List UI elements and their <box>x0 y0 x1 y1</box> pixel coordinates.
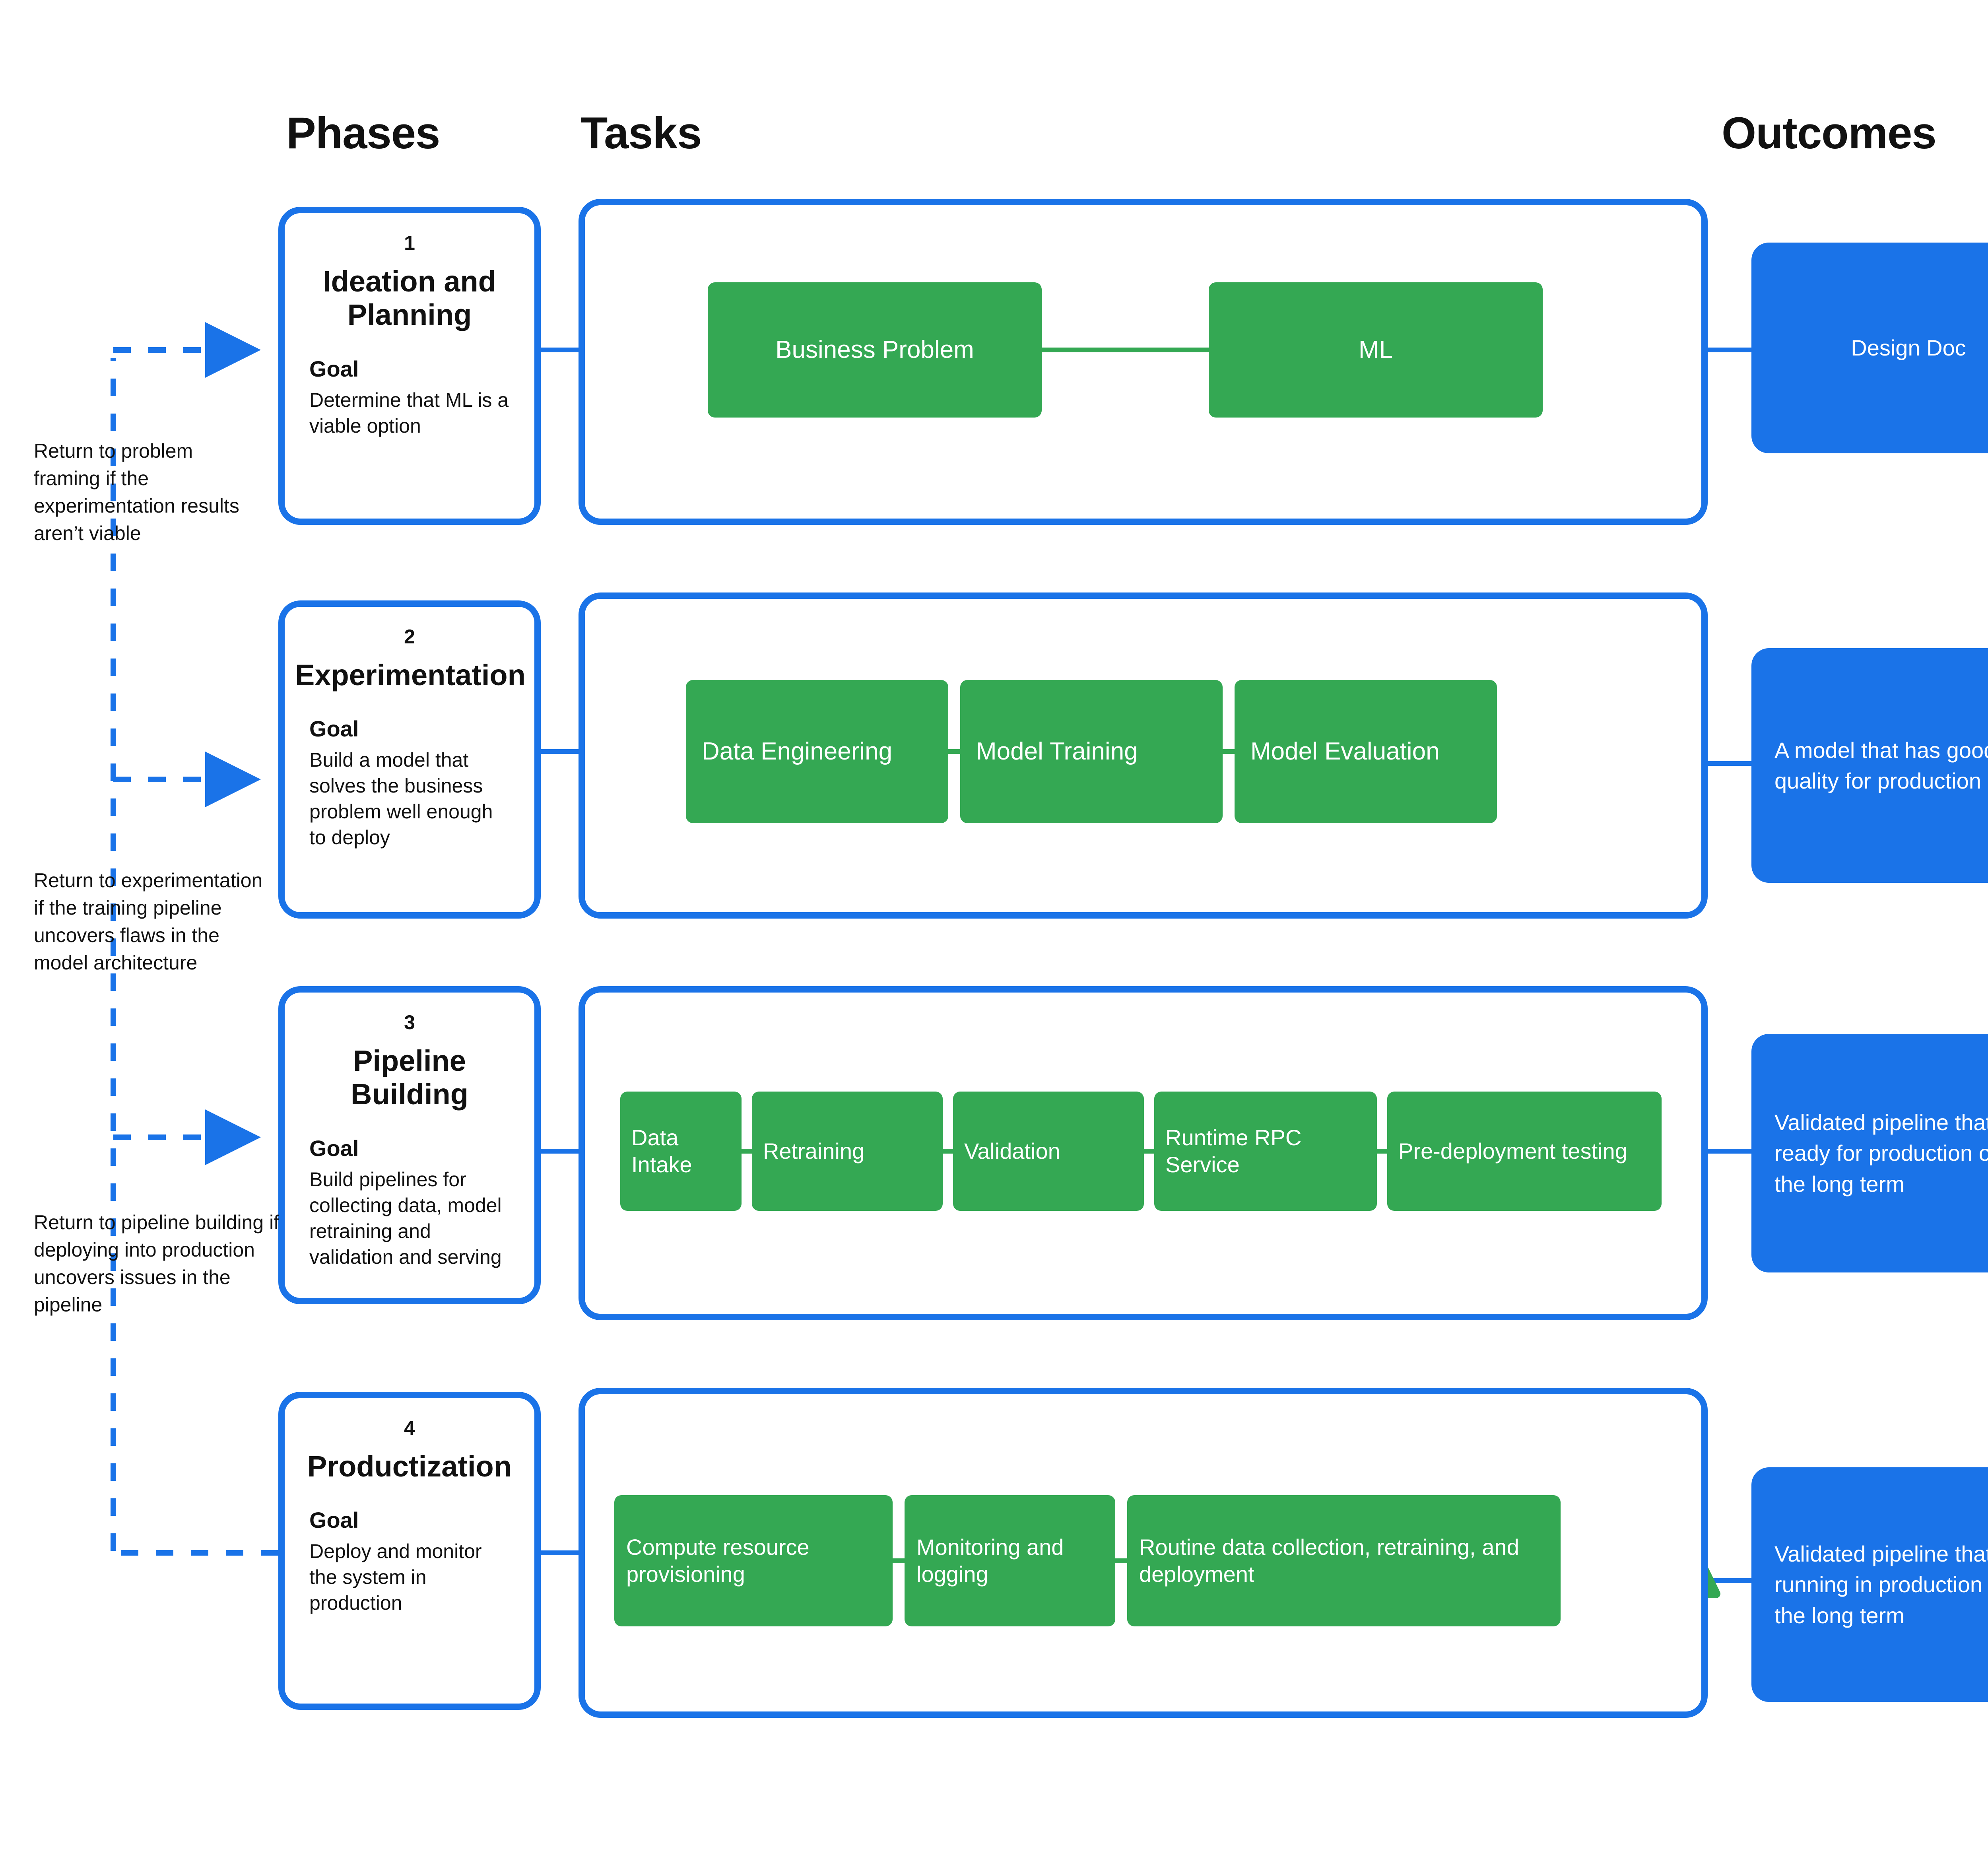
column-heading-phases: Phases <box>286 108 440 158</box>
task-box[interactable]: Model Evaluation <box>1235 680 1497 823</box>
phase-goal-block: Goal Build pipelines for collecting data… <box>285 1135 534 1270</box>
phase-number: 4 <box>404 1417 415 1439</box>
task-box[interactable]: Model Training <box>960 680 1223 823</box>
task-box[interactable]: Runtime RPC Service <box>1154 1092 1377 1211</box>
phase-title: Ideation and Planning <box>323 265 496 332</box>
task-box[interactable]: Monitoring and logging <box>905 1495 1115 1626</box>
phase-number: 3 <box>404 1011 415 1033</box>
task-box[interactable]: Data Engineering <box>686 680 948 823</box>
outcome-box-1[interactable]: Design Doc <box>1751 243 1988 453</box>
goal-label: Goal <box>309 716 359 742</box>
task-box[interactable]: Routine data collection, retraining, and… <box>1127 1495 1561 1626</box>
task-outcome-links <box>1707 348 1753 1583</box>
phase-goal-block: Goal Determine that ML is a viable optio… <box>285 356 534 439</box>
task-row-1: Business Problem ML <box>708 282 1543 418</box>
goal-text: Determine that ML is a viable option <box>309 389 509 437</box>
task-row-4: Compute resource provisioning Monitoring… <box>614 1495 1561 1626</box>
task-connector <box>1115 1558 1127 1563</box>
phase-title: Productization <box>307 1450 512 1483</box>
task-connector <box>943 1149 953 1154</box>
task-box[interactable]: Pre-deployment testing <box>1387 1092 1662 1211</box>
task-connector <box>948 749 960 754</box>
task-connector <box>1377 1149 1387 1154</box>
goal-label: Goal <box>309 1135 359 1161</box>
outcome-box-2[interactable]: A model that has good quality for produc… <box>1751 648 1988 883</box>
phase-title: Pipeline Building <box>351 1044 468 1111</box>
phase-title: Experimentation <box>295 659 526 692</box>
phase-number: 1 <box>404 232 415 254</box>
task-connector <box>893 1558 905 1563</box>
task-row-3: Data Intake Retraining Validation Runtim… <box>620 1092 1662 1211</box>
goal-text: Build a model that solves the business p… <box>309 749 493 849</box>
goal-label: Goal <box>309 356 359 381</box>
goal-label: Goal <box>309 1507 359 1533</box>
task-box[interactable]: ML <box>1209 282 1543 418</box>
phase-card-3[interactable]: 3 Pipeline Building Goal Build pipelines… <box>278 986 541 1304</box>
task-box[interactable]: Retraining <box>752 1092 943 1211</box>
task-connector <box>1042 348 1209 352</box>
task-connector <box>1223 749 1235 754</box>
task-box[interactable]: Data Intake <box>620 1092 742 1211</box>
task-connector <box>742 1149 752 1154</box>
column-heading-outcomes: Outcomes <box>1722 108 1937 158</box>
task-connector <box>1144 1149 1154 1154</box>
task-row-2: Data Engineering Model Training Model Ev… <box>686 680 1497 823</box>
task-box[interactable]: Business Problem <box>708 282 1042 418</box>
feedback-annotation-2: Return to experimentation if the trainin… <box>34 869 263 974</box>
phase-card-1[interactable]: 1 Ideation and Planning Goal Determine t… <box>278 207 541 525</box>
phase-card-4[interactable]: 4 Productization Goal Deploy and monitor… <box>278 1392 541 1710</box>
task-box[interactable]: Validation <box>953 1092 1144 1211</box>
task-box[interactable]: Compute resource provisioning <box>614 1495 893 1626</box>
phase-card-2[interactable]: 2 Experimentation Goal Build a model tha… <box>278 600 541 919</box>
feedback-annotation-1: Return to problem framing if the experim… <box>34 440 239 544</box>
outcome-box-4[interactable]: Validated pipeline that’s running in pro… <box>1751 1467 1988 1702</box>
goal-text: Deploy and monitor the system in product… <box>309 1540 482 1614</box>
feedback-annotation-3: Return to pipeline building if deploying… <box>34 1211 280 1316</box>
phase-goal-block: Goal Deploy and monitor the system in pr… <box>285 1507 534 1616</box>
phase-number: 2 <box>404 626 415 648</box>
goal-text: Build pipelines for collecting data, mod… <box>309 1168 502 1268</box>
outcome-box-3[interactable]: Validated pipeline that’s ready for prod… <box>1751 1034 1988 1272</box>
phase-task-links <box>541 348 579 1555</box>
phase-goal-block: Goal Build a model that solves the busin… <box>285 716 534 851</box>
column-heading-tasks: Tasks <box>580 108 702 158</box>
